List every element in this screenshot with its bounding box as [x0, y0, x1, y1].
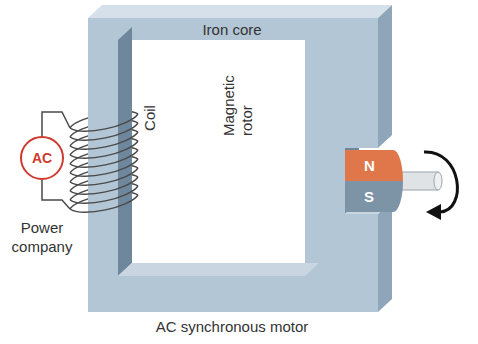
rotor-north: N [345, 150, 403, 181]
pole-letter: N [364, 157, 375, 175]
coil-winding-front [70, 150, 138, 167]
coil-winding-front [70, 186, 138, 203]
rotation-arrowhead [426, 204, 441, 220]
coil-winding-front [70, 195, 138, 212]
coil-winding-front [70, 141, 138, 158]
coil-winding-front [70, 168, 138, 185]
supply-wire [42, 180, 70, 209]
core-inner-face [118, 263, 319, 276]
caption: AC synchronous motor [86, 318, 378, 336]
coil-winding-front [70, 123, 138, 140]
coil-winding-front [70, 159, 138, 176]
caption-holder: AC synchronous motor [86, 318, 378, 336]
ac-source: ACPower company [20, 136, 64, 180]
core-top-face [88, 5, 392, 18]
pole-letter: S [364, 188, 374, 206]
supply-wire [42, 112, 70, 136]
shaft-end [434, 172, 442, 190]
rotor-label: Magnetic rotor [220, 64, 256, 136]
label-holder: Coil [141, 105, 159, 131]
source-label: Power company [5, 218, 79, 256]
label-holder: Magnetic rotor [220, 64, 256, 136]
coil-label: Coil [141, 105, 159, 131]
rotation-arrow [424, 152, 457, 212]
core-side-face [378, 5, 392, 148]
coil-winding-front [70, 132, 138, 149]
rotor-south: S [345, 181, 403, 212]
part-name: Iron core [86, 21, 394, 39]
core-side-face [378, 201, 392, 312]
source-symbol-text: AC [32, 150, 52, 166]
coil-winding-front [70, 114, 138, 131]
coil-winding-front [70, 177, 138, 194]
